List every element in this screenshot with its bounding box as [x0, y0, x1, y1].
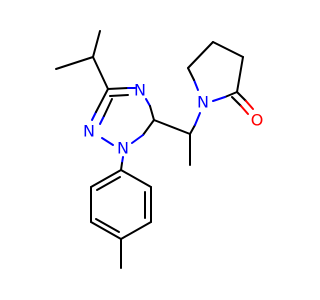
bond-c2p-n-n: [212, 96, 226, 102]
bond-n2-c3-b-n: [99, 115, 105, 125]
bond-c3-n4-a: [107, 87, 129, 90]
bond-n4-c5-c: [149, 105, 155, 121]
pyrrolidinone-ring: [187, 41, 254, 115]
bond-c5-ch: [153, 119, 191, 135]
bond-ar-c3-c4: [120, 221, 152, 240]
tolyl-ring: [90, 169, 152, 269]
bond-n1-n2: [101, 137, 114, 146]
bond-carbonyl-a-c: [236, 91, 247, 102]
bond-ar-c1-c2: [120, 169, 152, 188]
bond-c3-n4-b: [109, 94, 129, 97]
chemical-structure-diagram: N N N N O: [0, 0, 300, 300]
bond-c4p-c3p: [212, 41, 244, 58]
bond-n2-c3-a-c: [95, 88, 109, 113]
isopropyl-group: [55, 30, 109, 90]
bond-carbonyl-b-o: [240, 105, 249, 115]
bond-n2-c3-b-c: [103, 98, 113, 117]
bond-carbonyl-b-c: [231, 96, 242, 107]
bond-c2p-n-c: [224, 91, 238, 98]
atom-labels: N N N N O: [83, 81, 263, 158]
bond-n-c5p-n: [193, 79, 199, 91]
bond-carbonyl-a-o: [245, 100, 254, 110]
bond-ar-c6-c1: [90, 169, 122, 188]
bond-ch-n-n: [194, 112, 201, 126]
atom-label-n2: N: [83, 122, 95, 141]
atom-label-o-carbonyl: O: [251, 111, 264, 130]
atom-label-n4: N: [134, 81, 146, 100]
bond-n2-c3-a-n: [91, 111, 97, 121]
bond-n-c5p-c: [187, 67, 195, 81]
triazole-ring: [91, 87, 155, 146]
n-aryl-bond: [120, 156, 124, 171]
background: [0, 0, 300, 300]
atom-label-n1: N: [117, 139, 129, 158]
bond-c5p-c4p: [187, 41, 214, 69]
bond-c3p-c2p: [236, 56, 244, 93]
bond-c5-n1-c: [142, 119, 155, 136]
bond-ar-inner-2: [95, 218, 120, 233]
bond-ar-c4-c5: [90, 221, 122, 240]
ethyl-linker: [153, 112, 201, 166]
bond-n1-aryl-n: [121, 156, 124, 164]
bond-isopropyl-to-ring: [92, 56, 109, 90]
bond-n1-aryl-c: [120, 162, 123, 171]
bond-isopropyl-methyl-left: [55, 56, 94, 70]
bond-ch-n-c: [189, 124, 196, 135]
bond-c5-n1-n: [131, 134, 144, 144]
atom-label-n-pyrrolidinone: N: [197, 93, 209, 112]
bond-isopropyl-methyl-top: [92, 30, 101, 58]
bond-ar-inner-3: [96, 176, 121, 191]
bond-n4-c5-n: [145, 98, 151, 107]
